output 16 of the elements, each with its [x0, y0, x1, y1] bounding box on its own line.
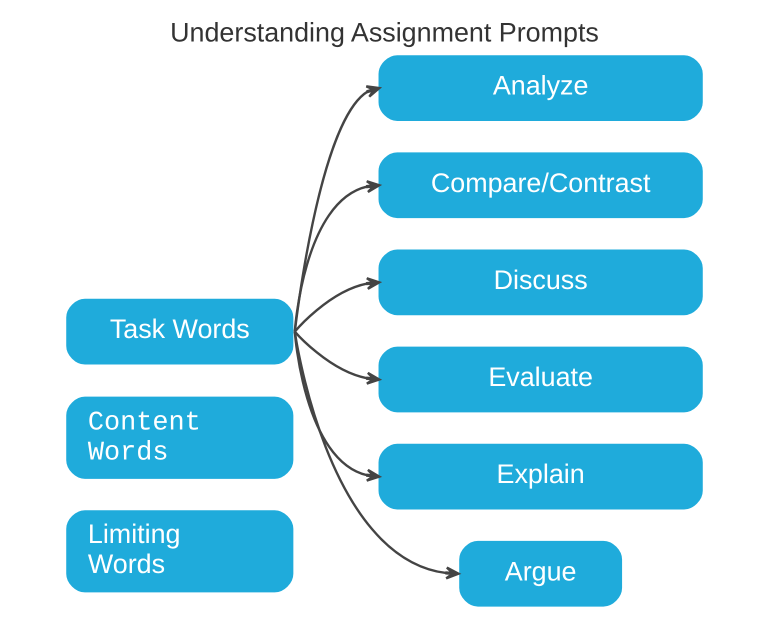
- node-box: Discuss: [378, 249, 702, 316]
- node-box: Evaluate: [378, 346, 702, 412]
- arrow: [293, 331, 460, 580]
- diagram-title: Understanding Assignment Prompts: [170, 18, 598, 48]
- arrow: [293, 277, 380, 332]
- arrow: [293, 330, 380, 385]
- arrow: [293, 85, 380, 332]
- node-box: Limiting Words: [66, 510, 293, 592]
- arrow: [293, 180, 380, 332]
- node-box: Content Words: [66, 396, 293, 479]
- node-box: Task Words: [66, 298, 293, 365]
- node-box: Analyze: [378, 55, 702, 121]
- node-box: Argue: [458, 540, 622, 607]
- node-box: Compare/Contrast: [378, 152, 702, 218]
- arrow: [293, 332, 380, 482]
- node-box: Explain: [378, 444, 702, 510]
